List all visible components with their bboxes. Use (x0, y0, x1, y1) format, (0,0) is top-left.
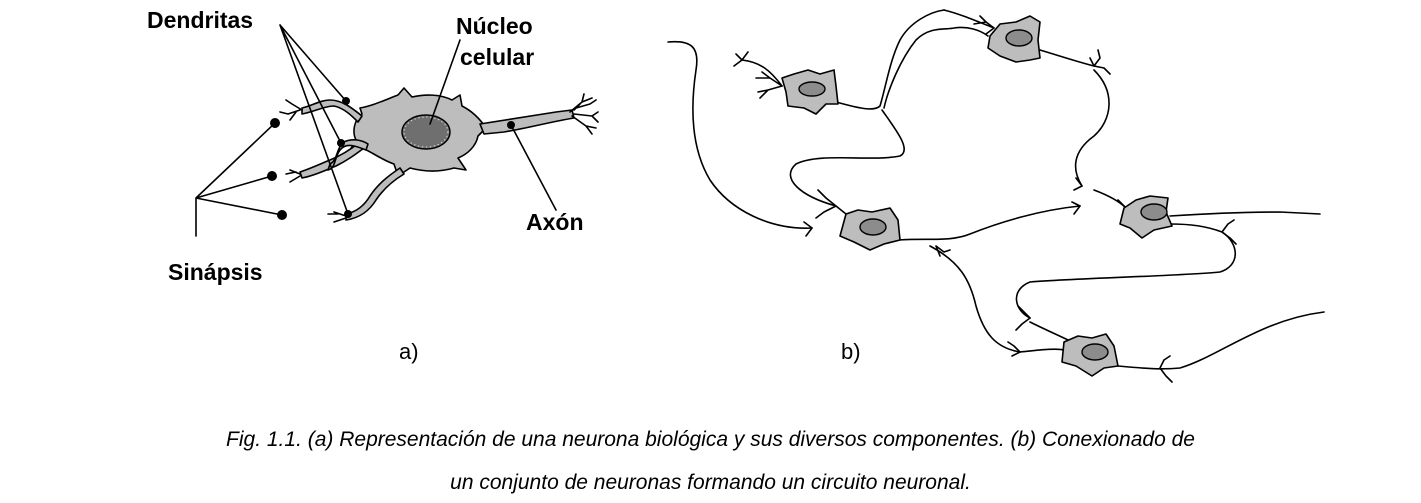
circuit-wire (835, 9, 945, 110)
dendrite-middle (299, 141, 365, 179)
label-axon: Axón (526, 209, 584, 235)
nucleus (859, 218, 887, 236)
circuit-wire (1039, 49, 1095, 67)
circuit-wire (741, 59, 783, 87)
circuit-neuron-5 (1061, 333, 1119, 377)
circuit-neuron-2 (987, 15, 1041, 63)
panel-a-neuron-diagram: Dendritas Núcleo celular Axón Sinápsis a… (147, 7, 599, 364)
figure-caption-line2: un conjunto de neuronas formando un circ… (450, 471, 971, 494)
circuit-wire (1169, 211, 1321, 217)
circuit-wire (789, 109, 906, 215)
circuit-wire (1093, 189, 1127, 209)
circuit-wire (897, 205, 1081, 241)
circuit-neuron-4 (1119, 195, 1173, 239)
panel-b-label: b) (841, 339, 861, 364)
label-nucleo-line1: Núcleo (456, 13, 533, 39)
dendritas-pointer-lines (279, 24, 349, 215)
dendrite-lower (345, 167, 405, 221)
axon-band (479, 109, 575, 135)
circuit-wire (1015, 223, 1236, 319)
sinapsis-pointer-lines (195, 122, 283, 237)
dendrite-upper (301, 99, 363, 123)
nucleus-texture (403, 116, 449, 148)
dendrite-tips (279, 99, 347, 223)
nucleus (798, 81, 826, 97)
nucleus (1140, 203, 1168, 221)
circuit-neuron-1 (781, 69, 839, 115)
neuron-nucleus (401, 114, 451, 150)
circuit-dendrite-tufts (733, 15, 1237, 383)
neuron-figure: Dendritas Núcleo celular Axón Sinápsis a… (147, 7, 1325, 383)
circuit-wire (883, 26, 989, 109)
nucleus (1005, 29, 1033, 47)
panel-b-neural-circuit: b) (667, 9, 1325, 383)
circuit-wire (1117, 311, 1325, 370)
circuit-wire (667, 40, 813, 229)
axon-terminals (569, 93, 599, 135)
axon-pointer-line (510, 124, 557, 211)
circuit-wire (1029, 321, 1069, 341)
circuit-wire (1074, 69, 1110, 187)
nucleo-pointer-line (429, 39, 461, 125)
circuit-wire (929, 245, 1021, 353)
circuit-wire (943, 9, 995, 29)
label-sinapsis: Sinápsis (168, 259, 263, 285)
label-dendritas: Dendritas (147, 7, 253, 33)
circuit-wire (1019, 348, 1065, 353)
panel-a-label: a) (399, 339, 419, 364)
figure-caption-line1: Fig. 1.1. (a) Representación de una neur… (226, 428, 1195, 451)
nucleus (1081, 343, 1109, 361)
label-nucleo-line2: celular (460, 44, 534, 70)
circuit-neuron-3 (839, 207, 901, 251)
